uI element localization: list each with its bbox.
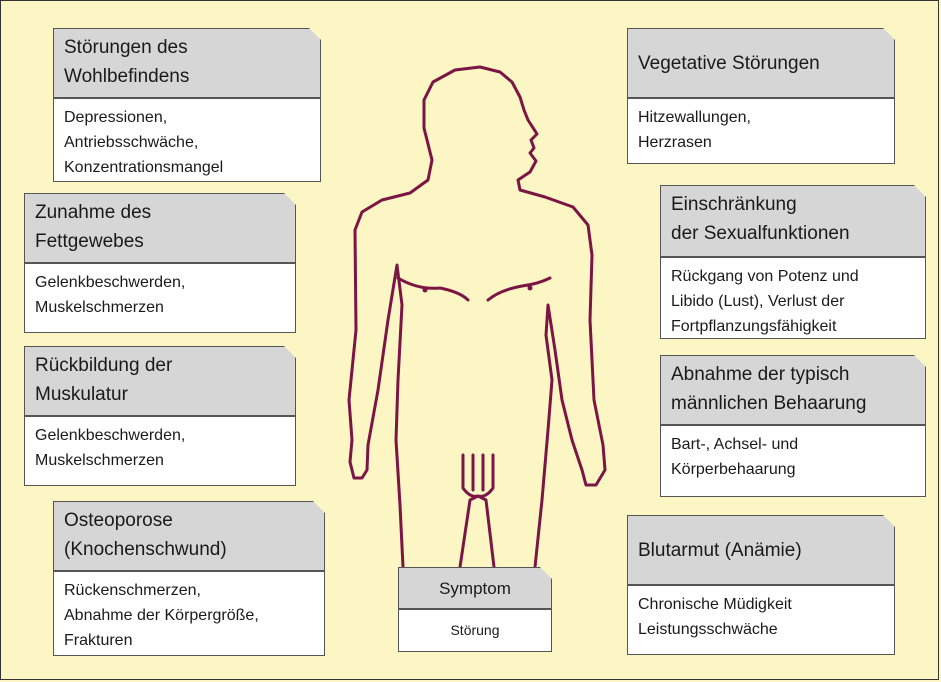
genitals-path: [463, 455, 493, 496]
card-sexual-title: Einschränkung der Sexualfunktionen: [660, 185, 926, 257]
card-title-text: Störungen des Wohlbefindens: [64, 37, 189, 87]
card-vegetativ-detail: Hitzewallungen, Herzrasen: [627, 98, 895, 164]
card-behaarung-title: Abnahme der typisch männlichen Behaarung: [660, 355, 926, 425]
card-detail-text: Depressionen, Antriebsschwäche, Konzentr…: [64, 109, 223, 176]
card-title-text: Rückbildung der Muskulatur: [35, 355, 172, 405]
card-detail-text: Bart-, Achsel- und Körperbehaarung: [671, 436, 798, 478]
legend-title-text: Symptom: [439, 574, 511, 603]
card-muskulatur-title: Rückbildung der Muskulatur: [24, 346, 296, 416]
card-title-text: Osteoporose (Knochenschwund): [64, 510, 227, 560]
card-detail-text: Gelenkbeschwerden, Muskelschmerzen: [35, 274, 185, 316]
chest-right-line: [488, 278, 550, 300]
card-detail-text: Chronische Müdigkeit Leistungsschwäche: [638, 596, 792, 638]
nipple-right: [528, 286, 533, 291]
card-title-text: Blutarmut (Anämie): [638, 536, 802, 565]
card-title-text: Vegetative Störungen: [638, 49, 820, 78]
genitals-mid-path: [473, 455, 483, 490]
card-osteoporose-title: Osteoporose (Knochenschwund): [53, 501, 325, 571]
card-detail-text: Rückgang von Potenz und Libido (Lust), V…: [671, 268, 859, 335]
chest-left-line: [398, 278, 468, 300]
nipple-left: [423, 288, 428, 293]
card-title-text: Abnahme der typisch männlichen Behaarung: [671, 364, 866, 414]
card-muskulatur-detail: Gelenkbeschwerden, Muskelschmerzen: [24, 416, 296, 486]
card-osteoporose-detail: Rückenschmerzen, Abnahme der Körpergröße…: [53, 571, 325, 656]
card-vegetativ-title: Vegetative Störungen: [627, 28, 895, 98]
card-behaarung-detail: Bart-, Achsel- und Körperbehaarung: [660, 425, 926, 497]
card-detail-text: Hitzewallungen, Herzrasen: [638, 109, 751, 151]
card-fettgewebe-title: Zunahme des Fettgewebes: [24, 193, 296, 263]
card-wohlbefinden-detail: Depressionen, Antriebsschwäche, Konzentr…: [53, 98, 321, 182]
body-silhouette-path: [349, 67, 605, 567]
card-anaemie-title: Blutarmut (Anämie): [627, 515, 895, 585]
card-title-text: Zunahme des Fettgewebes: [35, 202, 151, 252]
legend-symptom: Symptom: [398, 567, 552, 609]
card-anaemie-detail: Chronische Müdigkeit Leistungsschwäche: [627, 585, 895, 655]
legend-stoerung: Störung: [398, 609, 552, 652]
card-title-text: Einschränkung der Sexualfunktionen: [671, 194, 850, 244]
legend-detail-text: Störung: [450, 618, 499, 643]
card-sexual-detail: Rückgang von Potenz und Libido (Lust), V…: [660, 257, 926, 339]
card-fettgewebe-detail: Gelenkbeschwerden, Muskelschmerzen: [24, 263, 296, 333]
crotch-path: [460, 496, 494, 567]
card-detail-text: Rückenschmerzen, Abnahme der Körpergröße…: [64, 582, 259, 649]
card-wohlbefinden-title: Störungen des Wohlbefindens: [53, 28, 321, 98]
card-detail-text: Gelenkbeschwerden, Muskelschmerzen: [35, 427, 185, 469]
